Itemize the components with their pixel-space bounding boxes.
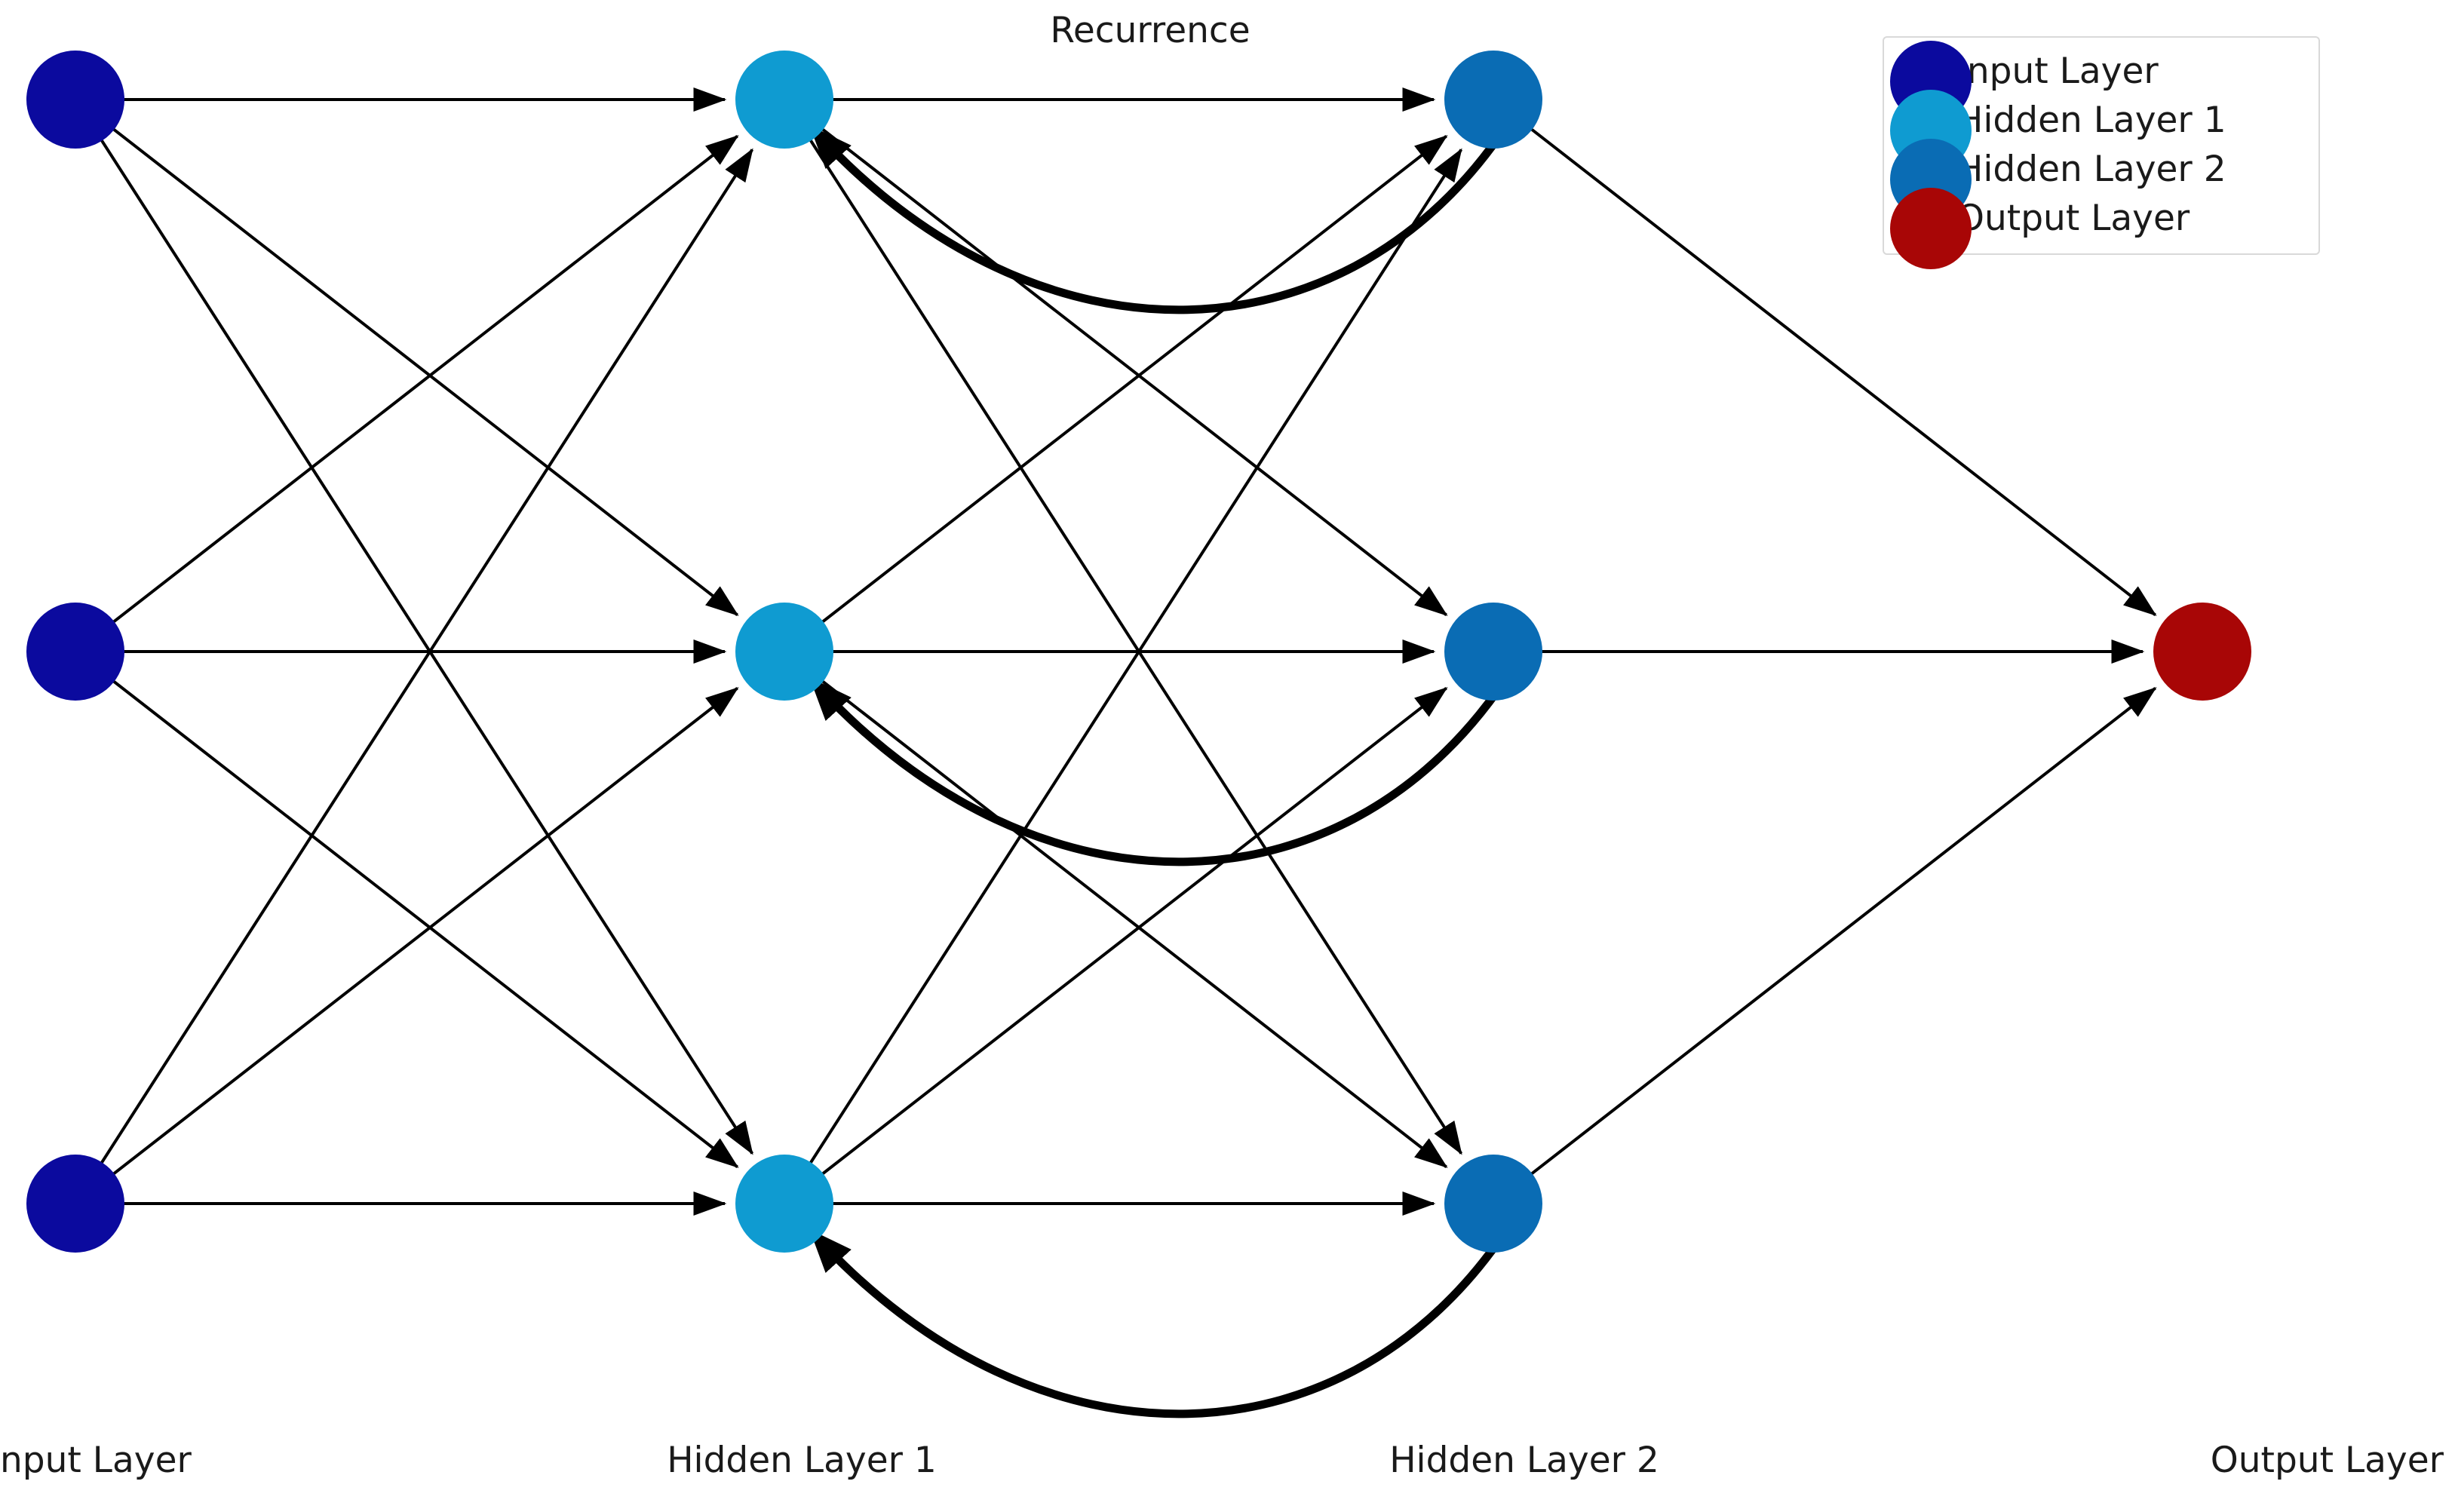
edge-i3-to-h1_2 (74, 686, 739, 1205)
node-hidden2-1[interactable] (1444, 51, 1542, 149)
node-input-1[interactable] (26, 51, 124, 149)
edge-h1_2-to-h2_1 (783, 134, 1448, 653)
legend-label-input-layer: Input Layer (1956, 51, 2159, 92)
edge-h2_3-to-o1 (1492, 686, 2157, 1205)
node-group (26, 51, 2251, 1253)
edge-h1_1-to-h2_3 (783, 98, 1462, 1155)
recurrent-edge-h2_2-to-h1_2 (809, 667, 1516, 866)
edge-h1_1-to-h2_2 (783, 98, 1448, 617)
legend-item-output-layer[interactable]: Output Layer (1890, 188, 2305, 269)
edge-i1-to-h1_2 (74, 98, 739, 617)
edge-i2-to-h1_1 (74, 134, 739, 653)
legend-item-hidden-layer-2[interactable]: Hidden Layer 2 (1890, 139, 2305, 220)
node-output-1[interactable] (2153, 603, 2251, 701)
node-input-2[interactable] (26, 603, 124, 701)
feedforward-edge-group (74, 87, 2157, 1216)
node-input-3[interactable] (26, 1155, 124, 1253)
axis-label-0: Input Layer (0, 1440, 192, 1481)
legend-item-input-layer[interactable]: Input Layer (1890, 41, 2305, 122)
recurrent-edge-h2_1-to-h1_1 (809, 115, 1516, 314)
legend-item-hidden-layer-1[interactable]: Hidden Layer 1 (1890, 90, 2305, 171)
node-hidden1-2[interactable] (735, 603, 833, 701)
node-hidden1-3[interactable] (735, 1155, 833, 1253)
axis-label-3: Output Layer (2211, 1440, 2444, 1481)
legend-label-hidden-layer-2: Hidden Layer 2 (1956, 149, 2226, 190)
diagram-title: Recurrence (1050, 10, 1250, 51)
edge-h1_3-to-h2_2 (783, 686, 1448, 1205)
edge-h1_3-to-h2_1 (783, 148, 1462, 1205)
node-hidden2-3[interactable] (1444, 1155, 1542, 1253)
edge-i1-to-h1_3 (74, 98, 753, 1155)
legend: Input Layer Hidden Layer 1 Hidden Layer … (1883, 36, 2320, 269)
node-hidden1-1[interactable] (735, 51, 833, 149)
recurrent-edge-group (809, 115, 1516, 1418)
legend-label-hidden-layer-1: Hidden Layer 1 (1956, 100, 2226, 141)
legend-swatch-output-layer (1890, 188, 1972, 269)
edge-i3-to-h1_1 (74, 148, 753, 1205)
edge-h2_1-to-o1 (1492, 98, 2157, 617)
edge-i2-to-h1_3 (74, 650, 739, 1169)
edge-h1_2-to-h2_3 (783, 650, 1448, 1169)
axis-label-1: Hidden Layer 1 (667, 1440, 937, 1481)
recurrent-edge-h2_3-to-h1_3 (809, 1219, 1516, 1418)
axis-label-2: Hidden Layer 2 (1389, 1440, 1659, 1481)
node-hidden2-2[interactable] (1444, 603, 1542, 701)
legend-label-output-layer: Output Layer (1956, 198, 2190, 239)
axis-label-group: Input Layer Hidden Layer 1 Hidden Layer 2 O… (0, 1440, 2444, 1481)
